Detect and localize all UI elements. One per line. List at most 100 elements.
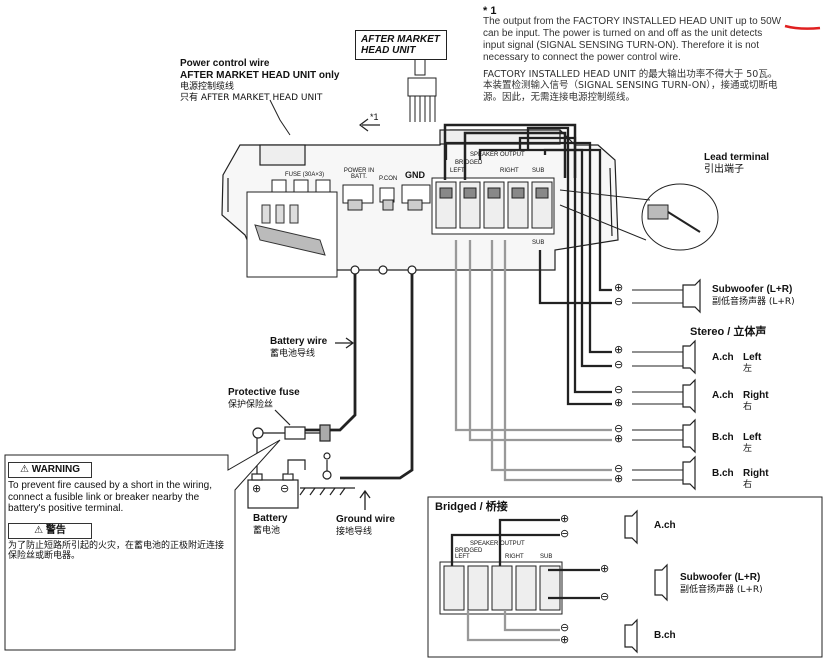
bridged-right-label: RIGHT [505,554,524,560]
stereo-side-a-left: Left [743,352,762,363]
fuse-block [271,179,331,193]
stereo-side-a-right: Right [743,390,769,401]
minus-symbol: ⊖ [560,622,570,634]
right-label: RIGHT [500,168,519,174]
stereo-ch-a-left: A.ch [712,352,734,363]
stereo-ch-b-left: B.ch [712,432,734,443]
power-wires [300,268,414,480]
minus-symbol: ⊖ [600,591,610,603]
stereo-ch-b-right: B.ch [712,468,734,479]
minus-symbol: ⊖ [614,296,624,308]
minus-symbol: ⊖ [614,463,624,475]
plus-symbol: ⊕ [614,282,624,294]
stereo-cn-a-right: 右 [743,402,753,412]
power-in-label: POWER IN BATT. [343,168,375,180]
star-marker: *1 [370,112,379,122]
ground-wire-label: Ground wire [336,514,395,525]
ring-terminals [350,265,417,275]
bridged-amp-label: BRIDGED [455,160,483,166]
minus-symbol: ⊖ [614,423,624,435]
protective-fuse-drawing [252,409,331,442]
speaker-wires-stereo [444,126,612,482]
fuse-label: FUSE (30A×3) [285,172,325,178]
stereo-cn-a-left: 左 [743,364,753,374]
bridged-left-label: LEFT [455,554,470,560]
warning-heading-cn: ⚠ 警告 [8,523,92,539]
power-terminals [342,184,431,211]
power-control-title: Power control wire [180,58,270,69]
bridged-sub-label: Subwoofer (L+R) [680,572,761,583]
battery-wire-label: Battery wire [270,336,328,347]
lead-terminal-cn: 引出端子 [704,164,744,175]
speaker-lead-lines [632,289,683,481]
warning-text-cn: 为了防止短路所引起的火灾，在蓄电池的正极附近连接保险丝或断电器。 [8,541,225,562]
plus-symbol: ⊕ [614,397,624,409]
left-label: LEFT [450,168,465,174]
plus-symbol: ⊕ [560,634,570,646]
battery-cn: 蓄电池 [253,526,281,536]
minus-symbol: ⊖ [614,384,624,396]
ground-wire-arrow [359,489,371,510]
bridged-wires [450,518,600,642]
sub2-label: SUB [532,240,545,246]
battery-wire-cn: 蓄电池导线 [270,349,316,359]
gnd-label: GND [405,170,425,180]
bridged-bridged-label: BRIDGED [455,548,483,554]
head-unit-box: AFTER MARKET HEAD UNIT [355,30,447,60]
head-unit-line1: AFTER MARKET [361,34,440,45]
bridged-sub-cn: 副低音扬声器 (L+R) [680,585,763,595]
bridged-a-ch: A.ch [654,520,676,531]
note-marker: * 1 [483,5,497,17]
power-control-cn2: 只有 AFTER MARKET HEAD UNIT [180,93,323,103]
note-text-cn: FACTORY INSTALLED HEAD UNIT 的最大输出功率不得大于 … [483,69,778,103]
lead-terminal-label: Lead terminal [704,152,770,163]
plus-symbol: ⊕ [600,563,610,575]
stereo-side-b-left: Left [743,432,762,443]
plus-symbol: ⊕ [614,344,624,356]
speaker-icons [682,278,701,491]
battery-wire-arrow [335,337,355,349]
minus-symbol: ⊖ [280,483,290,495]
fuse-inset [246,191,338,278]
protective-fuse-cn: 保护保险丝 [228,400,274,410]
power-control-subtitle: AFTER MARKET HEAD UNIT only [180,70,340,81]
stereo-ch-a-right: A.ch [712,390,734,401]
plus-symbol: ⊕ [560,513,570,525]
warning-text: To prevent fire caused by a short in the… [8,480,212,514]
power-control-leader [269,99,291,136]
bridged-sub-top-label: SUB [540,554,553,560]
minus-symbol: ⊖ [560,528,570,540]
power-control-cn1: 电源控制缆线 [180,82,235,92]
star-arrow-icon [359,118,380,132]
subwoofer-cn: 副低音扬声器 (L+R) [712,297,795,307]
stereo-cn-b-right: 右 [743,480,753,490]
red-underline-mark [784,24,821,30]
plus-symbol: ⊕ [252,483,262,495]
stereo-heading: Stereo / 立体声 [690,326,767,338]
bridged-heading: Bridged / 桥接 [435,501,508,513]
bridged-b-ch: B.ch [654,630,676,641]
plus-symbol: ⊕ [614,433,624,445]
sub-label: SUB [532,168,545,174]
battery-label: Battery [253,513,288,524]
lead-terminal-callout [559,183,719,251]
protective-fuse-label: Protective fuse [228,387,300,398]
head-unit-line2: HEAD UNIT [361,45,416,56]
bridged-terminal-block [439,561,563,615]
warning-heading: ⚠ WARNING [8,462,92,478]
head-unit-connector [407,60,437,122]
bridged-speaker-output-label: SPEAKER OUTPUT [470,541,525,547]
speaker-output-label: SPEAKER OUTPUT [470,152,525,158]
plus-symbol: ⊕ [614,473,624,485]
ground-drawing [299,452,355,496]
bridged-speakers [624,509,668,654]
ground-wire-cn: 接地导线 [336,527,373,537]
note-text-en: The output from the FACTORY INSTALLED HE… [483,16,782,63]
stereo-cn-b-left: 左 [743,444,753,454]
warning-frame [4,439,281,651]
speaker-terminal-block [431,177,555,235]
battery-drawing [247,438,306,509]
subwoofer-label: Subwoofer (L+R) [712,284,793,295]
pcon-label: P.CON [379,176,398,182]
